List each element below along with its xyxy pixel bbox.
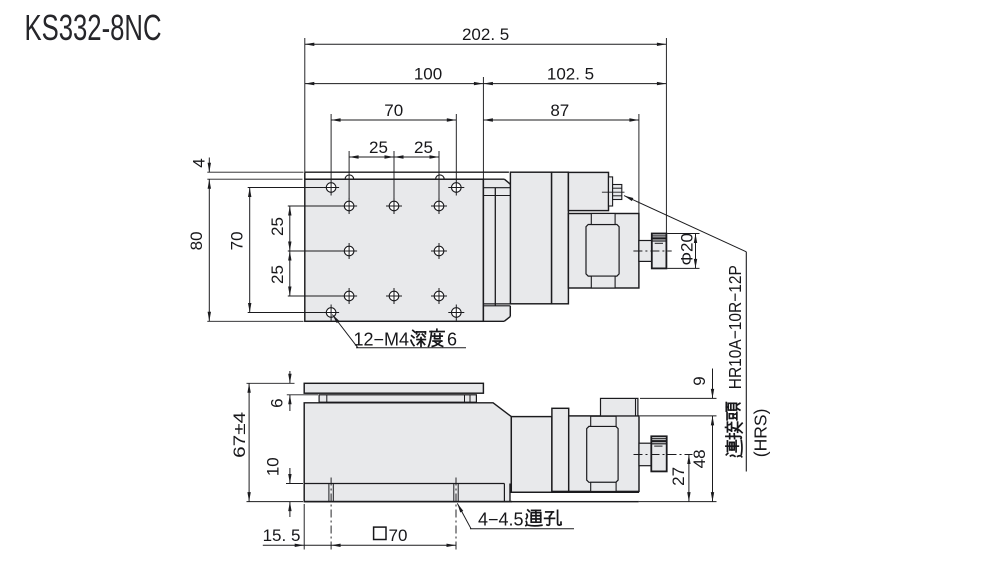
svg-text:48: 48 xyxy=(690,449,709,468)
svg-text:25: 25 xyxy=(414,138,433,157)
svg-text:25: 25 xyxy=(369,138,388,157)
svg-text:4: 4 xyxy=(189,158,208,167)
svg-text:25: 25 xyxy=(268,265,287,284)
svg-text:70: 70 xyxy=(227,231,246,250)
svg-text:87: 87 xyxy=(550,101,569,120)
svg-text:6: 6 xyxy=(268,398,287,407)
svg-text:102. 5: 102. 5 xyxy=(547,64,594,83)
svg-text:9: 9 xyxy=(690,376,709,385)
svg-text:80: 80 xyxy=(187,231,206,250)
svg-text:67±4: 67±4 xyxy=(230,412,249,458)
svg-text:HR10A−10R−12P: HR10A−10R−12P xyxy=(725,265,745,389)
svg-text:25: 25 xyxy=(268,217,287,236)
svg-text:70: 70 xyxy=(389,526,408,545)
svg-text:12−M4: 12−M4 xyxy=(354,329,410,349)
svg-text:10: 10 xyxy=(264,457,283,476)
svg-text:6: 6 xyxy=(447,329,457,349)
svg-text:Φ20: Φ20 xyxy=(677,233,696,265)
svg-text:15. 5: 15. 5 xyxy=(263,526,301,545)
svg-text:4−4.5: 4−4.5 xyxy=(478,509,524,529)
svg-text:(HRS): (HRS) xyxy=(751,409,771,458)
svg-text:70: 70 xyxy=(384,101,403,120)
svg-text:202. 5: 202. 5 xyxy=(462,25,509,44)
svg-text:KS332-8NC: KS332-8NC xyxy=(25,7,162,48)
svg-text:100: 100 xyxy=(414,64,442,83)
svg-text:27: 27 xyxy=(669,467,688,486)
